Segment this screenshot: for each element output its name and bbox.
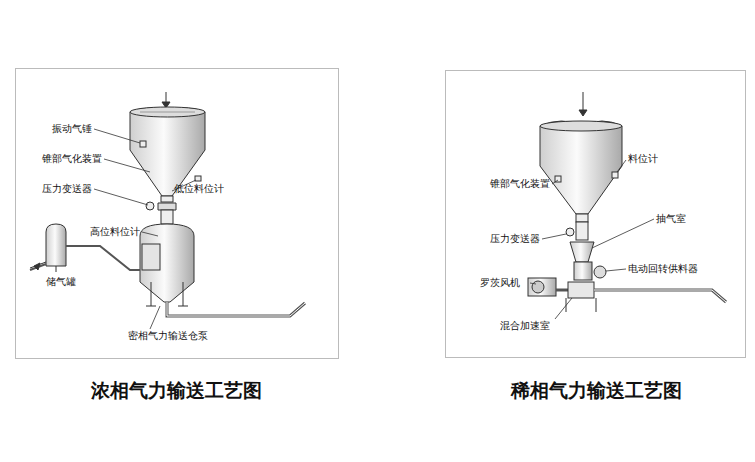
dense-phase-system xyxy=(30,92,305,316)
part-label: 高位料位计 xyxy=(90,226,140,238)
part-label: 抽气室 xyxy=(656,213,686,225)
part-label: 储气罐 xyxy=(46,276,76,288)
dilute-phase-system xyxy=(528,92,726,312)
part-label: 锥部气化装置 xyxy=(490,178,550,190)
part-label: 料位计 xyxy=(628,153,658,165)
part-label: 密相气力输送仓泵 xyxy=(128,330,208,342)
part-label: 压力变送器 xyxy=(490,233,540,245)
figure-caption: 稀相气力输送工艺图 xyxy=(511,378,682,404)
part-label: 混合加速室 xyxy=(500,320,550,332)
part-label: 振动气锤 xyxy=(52,123,92,135)
part-label: 电动回转供料器 xyxy=(628,263,698,275)
part-label: 低位料位计 xyxy=(174,183,224,195)
figure-caption: 浓相气力输送工艺图 xyxy=(91,378,262,404)
part-label: 压力变送器 xyxy=(42,183,92,195)
panel-frame xyxy=(16,69,339,359)
part-label: 罗茨风机 xyxy=(480,277,520,289)
part-label: 锥部气化装置 xyxy=(42,153,102,165)
panel-frame xyxy=(446,71,746,358)
